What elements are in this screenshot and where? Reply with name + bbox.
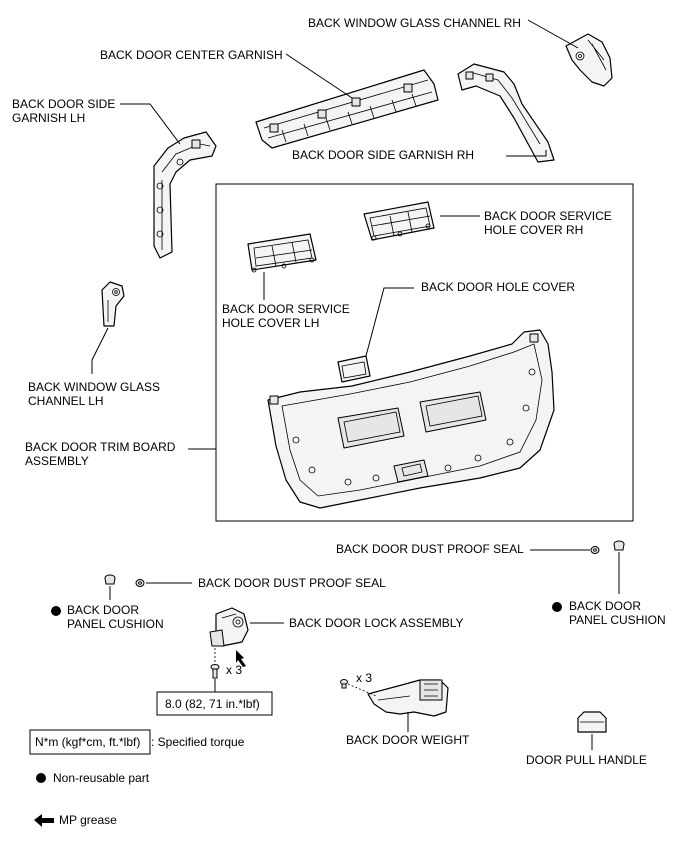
lead-hole-cover	[365, 287, 414, 357]
label-panel-cushion-right-2: PANEL CUSHION	[569, 613, 666, 627]
label-hole-cover: BACK DOOR HOLE COVER	[421, 280, 575, 294]
label-side-garnish-lh-2: GARNISH LH	[12, 111, 85, 125]
label-side-garnish-lh-1: BACK DOOR SIDE	[12, 97, 115, 111]
back-door-panel-cushion-left	[104, 574, 116, 585]
label-weight: BACK DOOR WEIGHT	[346, 733, 470, 747]
weight-screw	[340, 679, 348, 689]
label-weight-screw-qty: x 3	[356, 671, 372, 685]
torque-unit-legend-box	[29, 729, 151, 755]
non-reusable-legend-icon	[36, 773, 46, 783]
non-reusable-marker-right	[552, 602, 562, 612]
label-dust-seal-left: BACK DOOR DUST PROOF SEAL	[198, 576, 386, 590]
back-door-panel-cushion-right	[613, 540, 625, 551]
legend-mp-grease: MP grease	[59, 813, 117, 827]
legend-torque-unit: N*m (kgf*cm, ft.*lbf)	[35, 735, 140, 749]
label-service-hole-rh-1: BACK DOOR SERVICE	[484, 209, 612, 223]
legend-torque-desc: : Specified torque	[151, 735, 245, 749]
label-service-hole-rh-2: HOLE COVER RH	[484, 223, 583, 237]
trim-board-frame	[215, 183, 634, 522]
back-door-trim-board-assembly	[267, 329, 555, 509]
label-glass-channel-lh-1: BACK WINDOW GLASS	[28, 380, 160, 394]
label-glass-channel-lh-2: CHANNEL LH	[28, 394, 104, 408]
back-door-lock-assembly	[209, 607, 249, 647]
back-door-side-garnish-lh	[153, 131, 217, 259]
back-window-glass-channel-lh	[101, 281, 125, 327]
back-door-side-garnish-rh	[457, 63, 555, 163]
label-panel-cushion-right-1: BACK DOOR	[569, 599, 641, 613]
back-door-hole-cover	[337, 355, 371, 383]
label-glass-channel-rh: BACK WINDOW GLASS CHANNEL RH	[308, 16, 521, 30]
label-trim-board-1: BACK DOOR TRIM BOARD	[25, 440, 176, 454]
legend-non-reusable: Non-reusable part	[53, 771, 150, 785]
lead-center-garnish	[285, 53, 353, 99]
back-window-glass-channel-rh	[565, 33, 613, 87]
label-service-hole-lh-2: HOLE COVER LH	[222, 316, 319, 330]
label-pull-handle: DOOR PULL HANDLE	[526, 753, 647, 767]
label-center-garnish: BACK DOOR CENTER GARNISH	[100, 48, 283, 62]
lead-side-garnish-rh	[506, 150, 547, 157]
back-door-center-garnish	[255, 69, 439, 149]
mp-grease-arrow-icon	[236, 650, 246, 667]
non-reusable-marker-left	[51, 606, 61, 616]
label-panel-cushion-left-1: BACK DOOR	[67, 603, 139, 617]
lead-side-garnish-lh	[120, 103, 181, 145]
label-dust-seal-right: BACK DOOR DUST PROOF SEAL	[336, 542, 524, 556]
back-door-dust-proof-seal-left	[135, 579, 145, 587]
screw-axis-weight	[347, 683, 377, 697]
label-lock-screw-qty: x 3	[226, 663, 242, 677]
lead-glass-channel-lh	[91, 327, 109, 374]
door-pull-handle	[577, 711, 607, 733]
back-door-service-hole-cover-rh	[363, 201, 435, 241]
label-side-garnish-rh: BACK DOOR SIDE GARNISH RH	[292, 148, 474, 162]
back-door-dust-proof-seal-right	[590, 546, 600, 554]
torque-value: 8.0 (82, 71 in.*lbf)	[165, 697, 260, 711]
back-door-service-hole-cover-lh	[247, 233, 317, 273]
label-trim-board-2: ASSEMBLY	[25, 454, 89, 468]
label-service-hole-lh-1: BACK DOOR SERVICE	[222, 302, 350, 316]
lock-screw	[210, 664, 220, 679]
lead-glass-channel-rh	[527, 19, 579, 49]
back-door-weight	[367, 679, 449, 717]
mp-grease-legend-icon	[34, 814, 54, 827]
label-panel-cushion-left-2: PANEL CUSHION	[67, 617, 164, 631]
label-lock-assembly: BACK DOOR LOCK ASSEMBLY	[289, 616, 464, 630]
torque-box	[156, 691, 273, 716]
